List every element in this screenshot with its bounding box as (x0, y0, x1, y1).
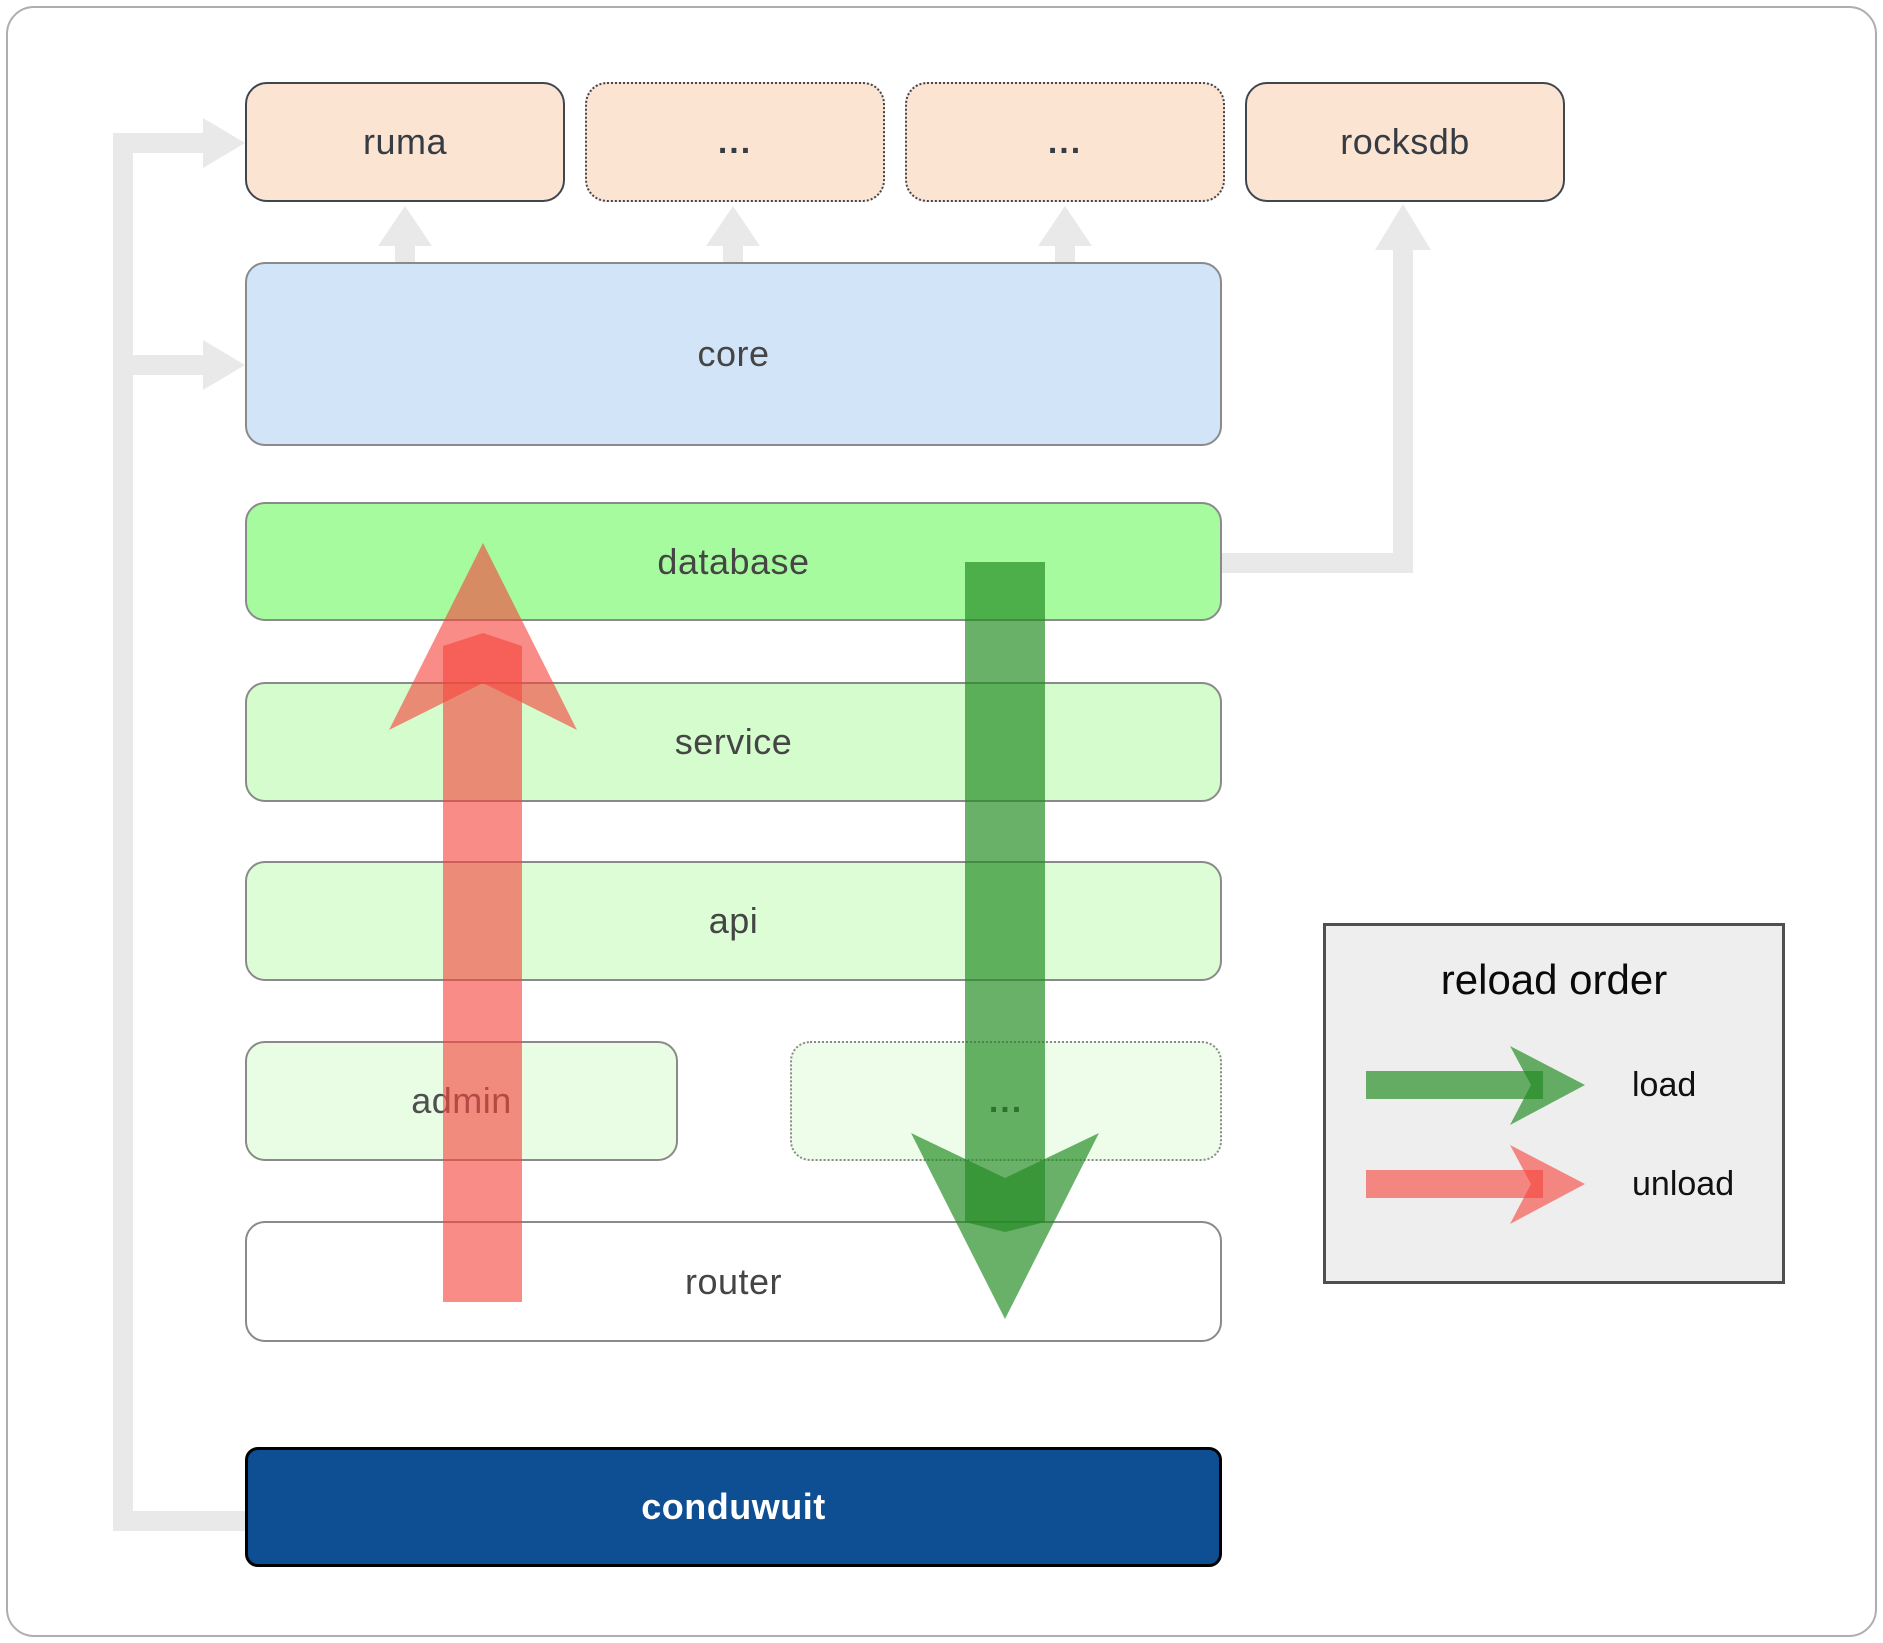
conduwuit-feedback-line (113, 133, 133, 1531)
legend: reload order load unload (1323, 923, 1785, 1284)
node-api: api (245, 861, 1222, 981)
branch-to-ruma (113, 133, 203, 153)
node-core: core (245, 262, 1222, 446)
node-ellipsis-top-1: ... (585, 82, 885, 202)
arrowhead-into-ruma-icon (203, 118, 245, 168)
legend-load-label: load (1632, 1066, 1697, 1104)
load-arrow-shaft (965, 562, 1045, 1232)
legend-unload-label: unload (1632, 1165, 1735, 1203)
node-database: database (245, 502, 1222, 621)
branch-from-conduwuit (113, 1511, 247, 1531)
branch-to-core (113, 355, 203, 375)
node-conduwuit: conduwuit (245, 1447, 1222, 1567)
arrowhead-core-to-ellipsis2-icon (1038, 206, 1092, 246)
arrowhead-core-to-ruma-icon (378, 206, 432, 246)
arrowhead-into-rocksdb-icon (1375, 204, 1431, 250)
legend-row-load: load (1358, 1038, 1758, 1133)
node-ruma: ruma (245, 82, 565, 202)
legend-title: reload order (1440, 956, 1668, 1003)
diagram-border (6, 6, 1877, 1637)
database-to-rocksdb-horizontal (1222, 553, 1413, 573)
unload-arrowhead-icon (389, 543, 577, 730)
load-arrowhead-icon (911, 1133, 1099, 1319)
database-to-rocksdb-vertical (1393, 246, 1413, 573)
node-ellipsis-top-2: ... (905, 82, 1225, 202)
arrowhead-core-to-ellipsis1-icon (706, 206, 760, 246)
node-rocksdb: rocksdb (1245, 82, 1565, 202)
node-router: router (245, 1221, 1222, 1342)
unload-arrow-shaft (443, 633, 522, 1302)
load-arrow-icon (1366, 1046, 1585, 1125)
legend-row-unload: unload (1358, 1137, 1758, 1232)
unload-arrow-icon (1366, 1145, 1585, 1224)
arrowhead-into-core-icon (203, 340, 245, 390)
